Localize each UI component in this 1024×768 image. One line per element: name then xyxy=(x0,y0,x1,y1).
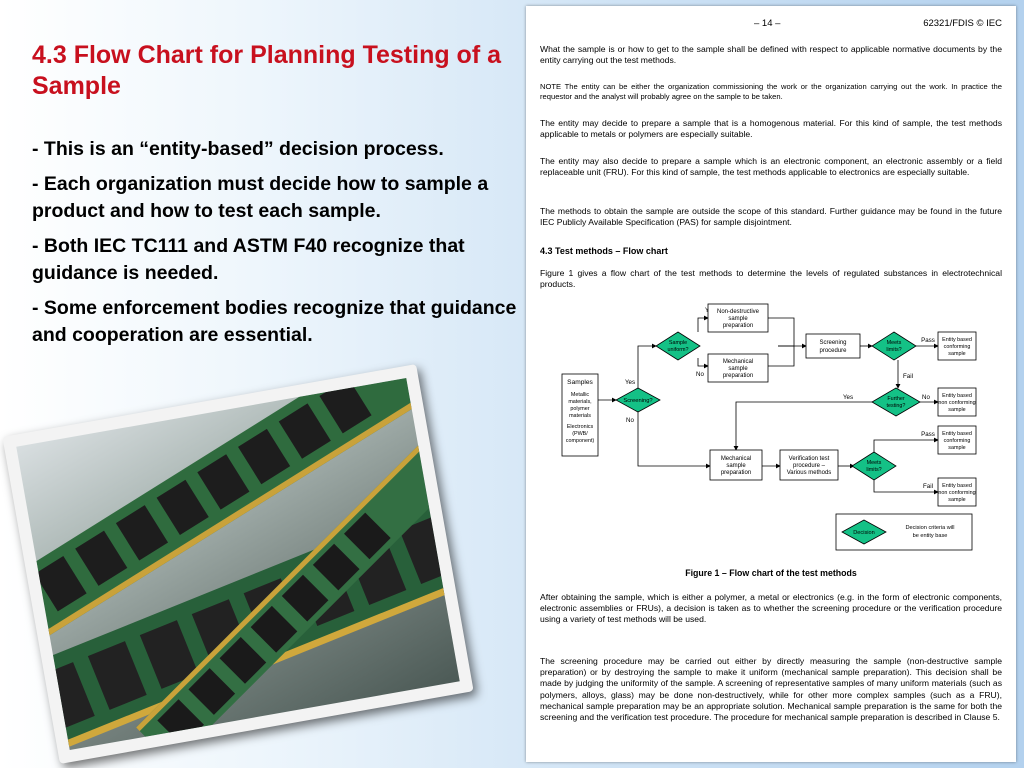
section-heading: 4.3 Test methods – Flow chart xyxy=(540,246,668,256)
flow-chart: Yes No Yes No Pass Fail Yes No Pass Fail… xyxy=(561,303,977,551)
svg-text:sample: sample xyxy=(728,366,748,372)
bullet-item: - This is an “entity-based” decision pro… xyxy=(32,138,444,160)
svg-text:(PWB/: (PWB/ xyxy=(572,431,588,437)
screening-decision: Screening? xyxy=(615,387,661,413)
mechanical-prep-top-box: Mechanical sample preparation xyxy=(707,353,769,383)
svg-text:Metallic: Metallic xyxy=(571,392,590,398)
paragraph: The screening procedure may be carried o… xyxy=(540,656,1002,723)
label-no: No xyxy=(626,417,634,424)
verification-procedure-box: Verification test procedure – Various me… xyxy=(779,449,839,481)
svg-text:sample: sample xyxy=(948,351,965,357)
entity-nonconforming-box-2: Entity based non conforming sample xyxy=(937,477,977,507)
label-pass: Pass xyxy=(921,431,935,438)
svg-text:sample: sample xyxy=(948,497,965,503)
svg-text:Entity based: Entity based xyxy=(942,337,972,343)
svg-text:component): component) xyxy=(566,438,595,444)
memory-module-photo xyxy=(2,364,474,764)
paragraph: The methods to obtain the sample are out… xyxy=(540,206,1002,228)
svg-text:non conforming: non conforming xyxy=(938,490,975,496)
label-fail: Fail xyxy=(903,373,913,380)
svg-text:be entity base: be entity base xyxy=(913,533,948,539)
svg-text:sample: sample xyxy=(726,463,746,469)
svg-text:Decision criteria will: Decision criteria will xyxy=(905,525,954,531)
svg-text:procedure –: procedure – xyxy=(793,463,826,469)
svg-text:Samples: Samples xyxy=(567,379,593,386)
entity-conforming-box-2: Entity based conforming sample xyxy=(937,425,977,455)
svg-text:Further: Further xyxy=(887,396,905,402)
svg-text:Various methods: Various methods xyxy=(787,470,832,476)
note-paragraph: NOTE The entity can be either the organi… xyxy=(540,82,1002,102)
svg-text:Sample: Sample xyxy=(669,340,687,346)
svg-text:sample: sample xyxy=(948,407,965,413)
svg-text:conforming: conforming xyxy=(944,438,971,444)
photo-content xyxy=(16,377,460,751)
svg-text:non conforming: non conforming xyxy=(938,400,975,406)
svg-text:testing?: testing? xyxy=(887,403,906,409)
label-yes: Yes xyxy=(625,379,635,386)
svg-text:polymer: polymer xyxy=(570,406,589,412)
paragraph: After obtaining the sample, which is eit… xyxy=(540,592,1002,625)
document-reference: 62321/FDIS © IEC xyxy=(923,18,1002,29)
bullet-item: - Both IEC TC111 and ASTM F40 recognize … xyxy=(32,235,465,284)
svg-text:preparation: preparation xyxy=(723,323,753,329)
standard-document-page: – 14 – 62321/FDIS © IEC What the sample … xyxy=(526,6,1016,762)
further-testing-decision: Further testing? xyxy=(871,387,921,417)
ram-modules-illustration xyxy=(16,377,460,751)
svg-text:Entity based: Entity based xyxy=(942,483,972,489)
meets-limits-decision-2: Meets limits? xyxy=(851,451,897,481)
svg-text:materials: materials xyxy=(569,413,591,419)
svg-text:limits?: limits? xyxy=(866,467,881,473)
label-no: No xyxy=(696,371,704,378)
entity-conforming-box-1: Entity based conforming sample xyxy=(937,331,977,361)
svg-text:sample: sample xyxy=(948,445,965,451)
samples-box: Samples Metallic materials, polymer mate… xyxy=(561,373,599,457)
paragraph: The entity may decide to prepare a sampl… xyxy=(540,118,1002,140)
svg-text:conforming: conforming xyxy=(944,344,971,350)
entity-nonconforming-box-1: Entity based non conforming sample xyxy=(937,387,977,417)
screening-procedure-box: Screening procedure xyxy=(805,333,861,359)
label-pass: Pass xyxy=(921,337,935,344)
meets-limits-decision-1: Meets limits? xyxy=(871,331,917,361)
label-fail: Fail xyxy=(923,483,933,490)
paragraph: Figure 1 gives a flow chart of the test … xyxy=(540,268,1002,290)
svg-text:Non-destructive: Non-destructive xyxy=(717,309,760,315)
svg-text:limits?: limits? xyxy=(886,347,901,353)
paragraph: What the sample is or how to get to the … xyxy=(540,44,1002,66)
label-no: No xyxy=(922,394,930,401)
svg-text:Decision: Decision xyxy=(853,530,874,536)
legend-box: Decision Decision criteria will be entit… xyxy=(835,513,973,551)
nondestructive-box: Non-destructive sample preparation xyxy=(707,303,769,333)
sample-uniform-decision: Sample uniform? xyxy=(655,331,701,361)
svg-text:Mechanical: Mechanical xyxy=(723,359,753,365)
bullet-list: - This is an “entity-based” decision pro… xyxy=(32,136,518,357)
svg-text:Electronics: Electronics xyxy=(567,424,594,430)
svg-text:Mechanical: Mechanical xyxy=(721,456,751,462)
bullet-item: - Some enforcement bodies recognize that… xyxy=(32,297,517,346)
svg-text:uniform?: uniform? xyxy=(668,347,689,353)
svg-text:Verification test: Verification test xyxy=(789,456,830,462)
svg-text:materials,: materials, xyxy=(568,399,592,405)
paragraph: The entity may also decide to prepare a … xyxy=(540,156,1002,178)
svg-text:preparation: preparation xyxy=(723,373,753,379)
figure-caption: Figure 1 – Flow chart of the test method… xyxy=(685,568,857,578)
svg-text:Screening: Screening xyxy=(819,340,846,346)
svg-text:procedure: procedure xyxy=(819,348,847,354)
svg-text:Meets: Meets xyxy=(887,340,902,346)
label-yes: Yes xyxy=(843,394,853,401)
bullet-item: - Each organization must decide how to s… xyxy=(32,173,489,222)
document-header: – 14 – 62321/FDIS © IEC xyxy=(526,18,1016,32)
mechanical-prep-bottom-box: Mechanical sample preparation xyxy=(709,449,763,481)
svg-text:Screening?: Screening? xyxy=(623,398,653,404)
svg-text:Entity based: Entity based xyxy=(942,393,972,399)
svg-text:Entity based: Entity based xyxy=(942,431,972,437)
svg-text:Meets: Meets xyxy=(867,460,882,466)
svg-text:preparation: preparation xyxy=(721,470,751,476)
svg-text:sample: sample xyxy=(728,316,748,322)
slide-title: 4.3 Flow Chart for Planning Testing of a… xyxy=(32,41,502,100)
page-number: – 14 – xyxy=(754,18,781,29)
